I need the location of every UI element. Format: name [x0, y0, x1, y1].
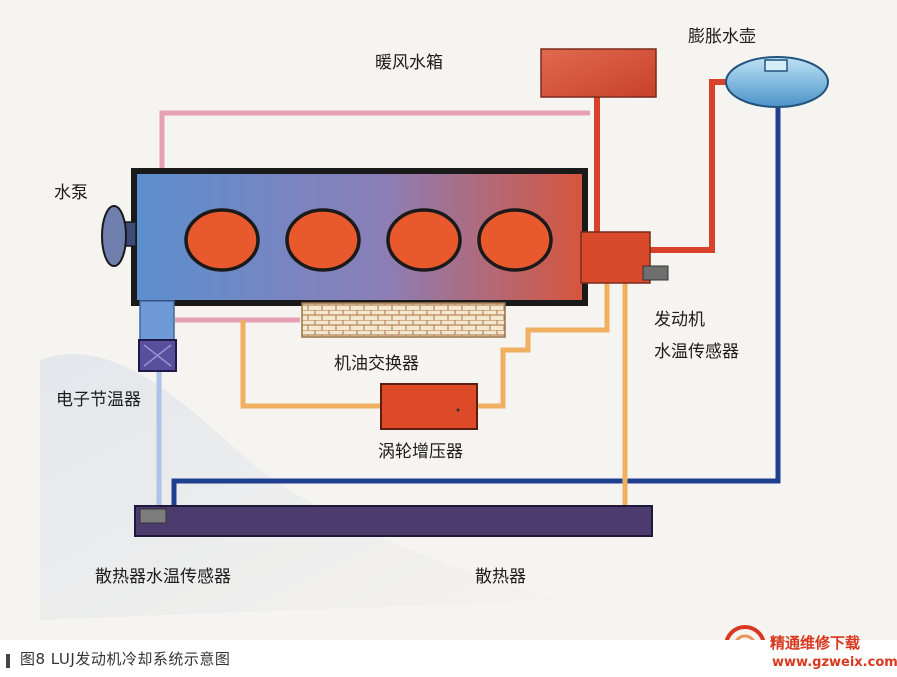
oil-cooler	[301, 302, 506, 338]
figure-caption: 图8 LUJ发动机冷却系统示意图	[20, 650, 231, 668]
turbo-return-line	[476, 282, 610, 409]
turbo-marker	[456, 408, 460, 412]
thermostat-housing	[139, 300, 175, 342]
coolant-outlet-housing	[580, 231, 651, 284]
label-thermostat: 电子节温器	[56, 390, 141, 410]
heater-core	[540, 48, 657, 98]
cylinder-1	[184, 208, 260, 272]
label-water-pump: 水泵	[54, 183, 88, 203]
caption-mark	[6, 654, 10, 668]
background-shade	[40, 354, 560, 620]
cylinder-4	[477, 208, 553, 272]
caption-bar	[0, 640, 897, 677]
radiator	[134, 505, 653, 537]
expansion-tank	[725, 56, 829, 108]
cylinder-3	[386, 208, 462, 272]
expansion-tank-return-line	[171, 100, 781, 507]
label-heater-core: 暖风水箱	[375, 53, 443, 73]
label-radiator-temp-sensor: 散热器水温传感器	[95, 567, 231, 587]
watermark-url: www.gzweix.com	[772, 655, 897, 670]
label-expansion-tank: 膨胀水壶	[688, 27, 756, 47]
turbocharger	[380, 383, 478, 430]
water-pump	[101, 205, 127, 267]
label-turbocharger: 涡轮增压器	[378, 442, 463, 462]
cylinder-2	[285, 208, 361, 272]
heater-supply-line	[159, 110, 590, 170]
label-radiator: 散热器	[475, 567, 526, 587]
label-oil-cooler: 机油交换器	[334, 354, 419, 374]
thermostat-cross	[143, 344, 172, 367]
expansion-tank-cap	[764, 59, 788, 72]
radiator-temp-sensor	[139, 508, 167, 524]
label-engine-temp-sensor-2: 水温传感器	[654, 342, 739, 362]
expansion-tank-inlet-line	[650, 79, 734, 253]
turbo-supply-line	[240, 320, 383, 409]
engine-temp-sensor	[642, 265, 669, 281]
label-engine-temp-sensor-1: 发动机	[654, 310, 705, 330]
watermark-name: 精通维修下载	[770, 634, 861, 652]
